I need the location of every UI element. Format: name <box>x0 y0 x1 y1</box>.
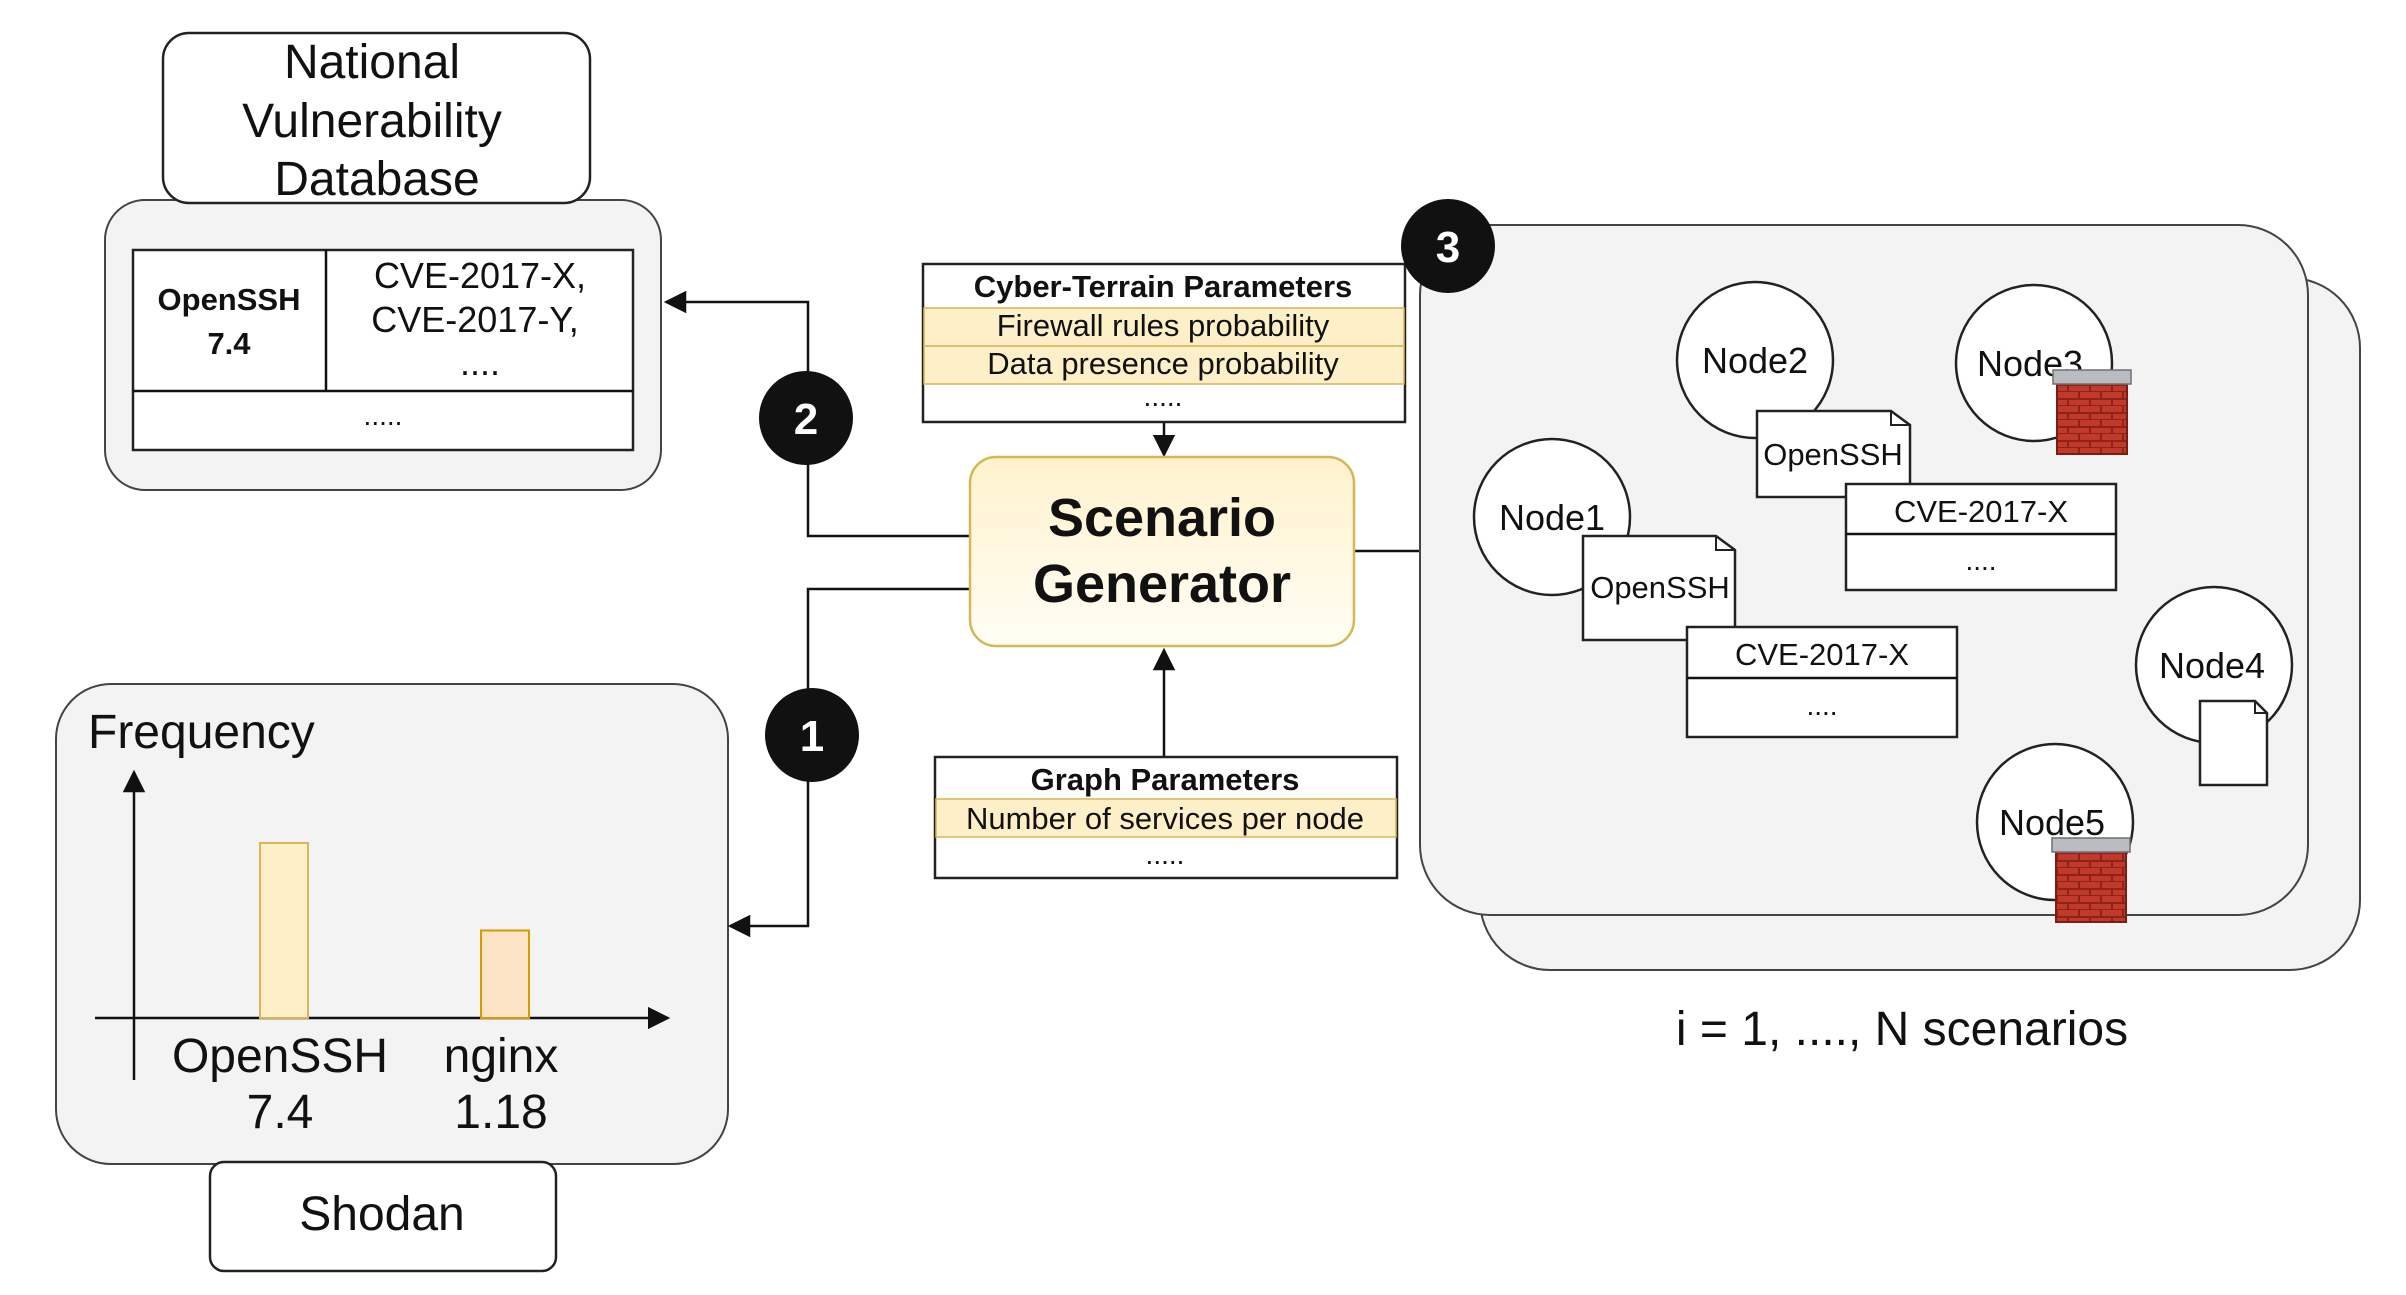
graph-params-footer: ..... <box>1146 839 1185 870</box>
nvd-cve-line-3: .... <box>460 342 500 383</box>
x-tick-label-1-0: nginx <box>444 1030 559 1083</box>
generator-box <box>968 455 1356 648</box>
x-tick-label-0-0: OpenSSH <box>172 1030 388 1083</box>
node-2-label: Node2 <box>1702 340 1808 381</box>
chart-bars <box>259 842 530 1019</box>
scenario-stack: 3 Node2 OpenSSH CVE-2017-X .... Node3 <box>1401 199 2361 1056</box>
node-4-data-doc-icon <box>2198 699 2269 787</box>
nvd-title-box <box>161 31 592 205</box>
cyber-terrain-footer: ..... <box>1144 381 1183 412</box>
cyber-terrain-title: Cyber-Terrain Parameters <box>974 269 1353 304</box>
nvd-service-name: OpenSSH <box>158 282 301 317</box>
bar-nginx-1-18 <box>480 929 530 1019</box>
node-1-cve-table <box>1685 625 1959 739</box>
node-2-circle <box>1675 280 1835 440</box>
cyber-terrain-row-2-bg <box>923 345 1405 385</box>
node-1-service-label: OpenSSH <box>1590 570 1730 605</box>
nvd-service-version: 7.4 <box>207 326 251 361</box>
node-1-service-doc <box>1581 534 1737 642</box>
node-5-label: Node5 <box>1999 802 2105 843</box>
shodan-title-box <box>208 1160 558 1273</box>
chart-y-label: Frequency <box>88 706 315 759</box>
graph-params-table: Graph Parameters Number of services per … <box>933 755 1399 880</box>
badge-3: 3 <box>1401 199 1495 293</box>
node-4: Node4 <box>2134 585 2294 787</box>
nvd-title-line-1: National <box>284 36 460 89</box>
cyber-terrain-row-1: Firewall rules probability <box>997 308 1330 343</box>
node-1-cve-footer: .... <box>1806 690 1837 721</box>
node-3-firewall-icon <box>2052 369 2132 455</box>
node-2: Node2 OpenSSH CVE-2017-X .... <box>1675 280 2118 592</box>
node-2-cve-footer: .... <box>1965 545 1996 576</box>
badge-1: 1 <box>765 688 859 782</box>
graph-params-title: Graph Parameters <box>1031 762 1300 797</box>
nvd-title-line-3: Database <box>274 153 479 206</box>
generator-title-line-2: Generator <box>1033 554 1291 614</box>
bar-openssh-7-4 <box>259 842 309 1019</box>
cyber-terrain-row-1-bg <box>923 307 1405 347</box>
scenario-generator: Scenario Generator <box>968 455 1356 648</box>
node-2-cve-table <box>1844 482 2118 592</box>
nvd-cve-line-1: CVE-2017-X, <box>374 255 586 296</box>
nvd-table: OpenSSH 7.4 CVE-2017-X, CVE-2017-Y, ....… <box>131 248 635 452</box>
badge-2-label: 2 <box>794 395 818 444</box>
node-1: Node1 OpenSSH CVE-2017-X .... <box>1472 437 1959 739</box>
graph-params-row-1-bg <box>935 798 1397 838</box>
nvd-table-footer: ..... <box>364 400 403 431</box>
badge-3-label: 3 <box>1436 223 1460 272</box>
x-tick-label-0-1: 7.4 <box>247 1086 314 1139</box>
node-1-cve-label: CVE-2017-X <box>1735 637 1909 672</box>
badge-1-label: 1 <box>800 712 824 761</box>
node-3: Node3 <box>1954 283 2132 455</box>
node-1-label: Node1 <box>1499 497 1605 538</box>
nvd-cve-line-2: CVE-2017-Y, <box>371 299 578 340</box>
cyber-terrain-row-2: Data presence probability <box>987 346 1339 381</box>
graph-params-row-1: Number of services per node <box>966 801 1364 836</box>
x-tick-label-1-1: 1.18 <box>454 1086 547 1139</box>
nvd-table-frame <box>131 248 635 452</box>
node-2-cve-label: CVE-2017-X <box>1894 494 2068 529</box>
node-5-firewall-icon <box>2051 837 2131 923</box>
shodan-title: Shodan <box>299 1188 465 1241</box>
node-2-service-label: OpenSSH <box>1763 437 1903 472</box>
generator-title-line-1: Scenario <box>1048 488 1276 548</box>
node-5: Node5 <box>1975 742 2135 923</box>
nvd-group: National Vulnerability Database OpenSSH … <box>104 31 662 491</box>
badge-2: 2 <box>759 371 853 465</box>
cyber-terrain-table: Cyber-Terrain Parameters Firewall rules … <box>921 262 1407 424</box>
scenarios-caption: i = 1, ...., N scenarios <box>1676 1003 2128 1056</box>
nvd-title-line-2: Vulnerability <box>242 95 502 148</box>
node-2-service-doc <box>1755 409 1912 499</box>
node-4-label: Node4 <box>2159 645 2265 686</box>
